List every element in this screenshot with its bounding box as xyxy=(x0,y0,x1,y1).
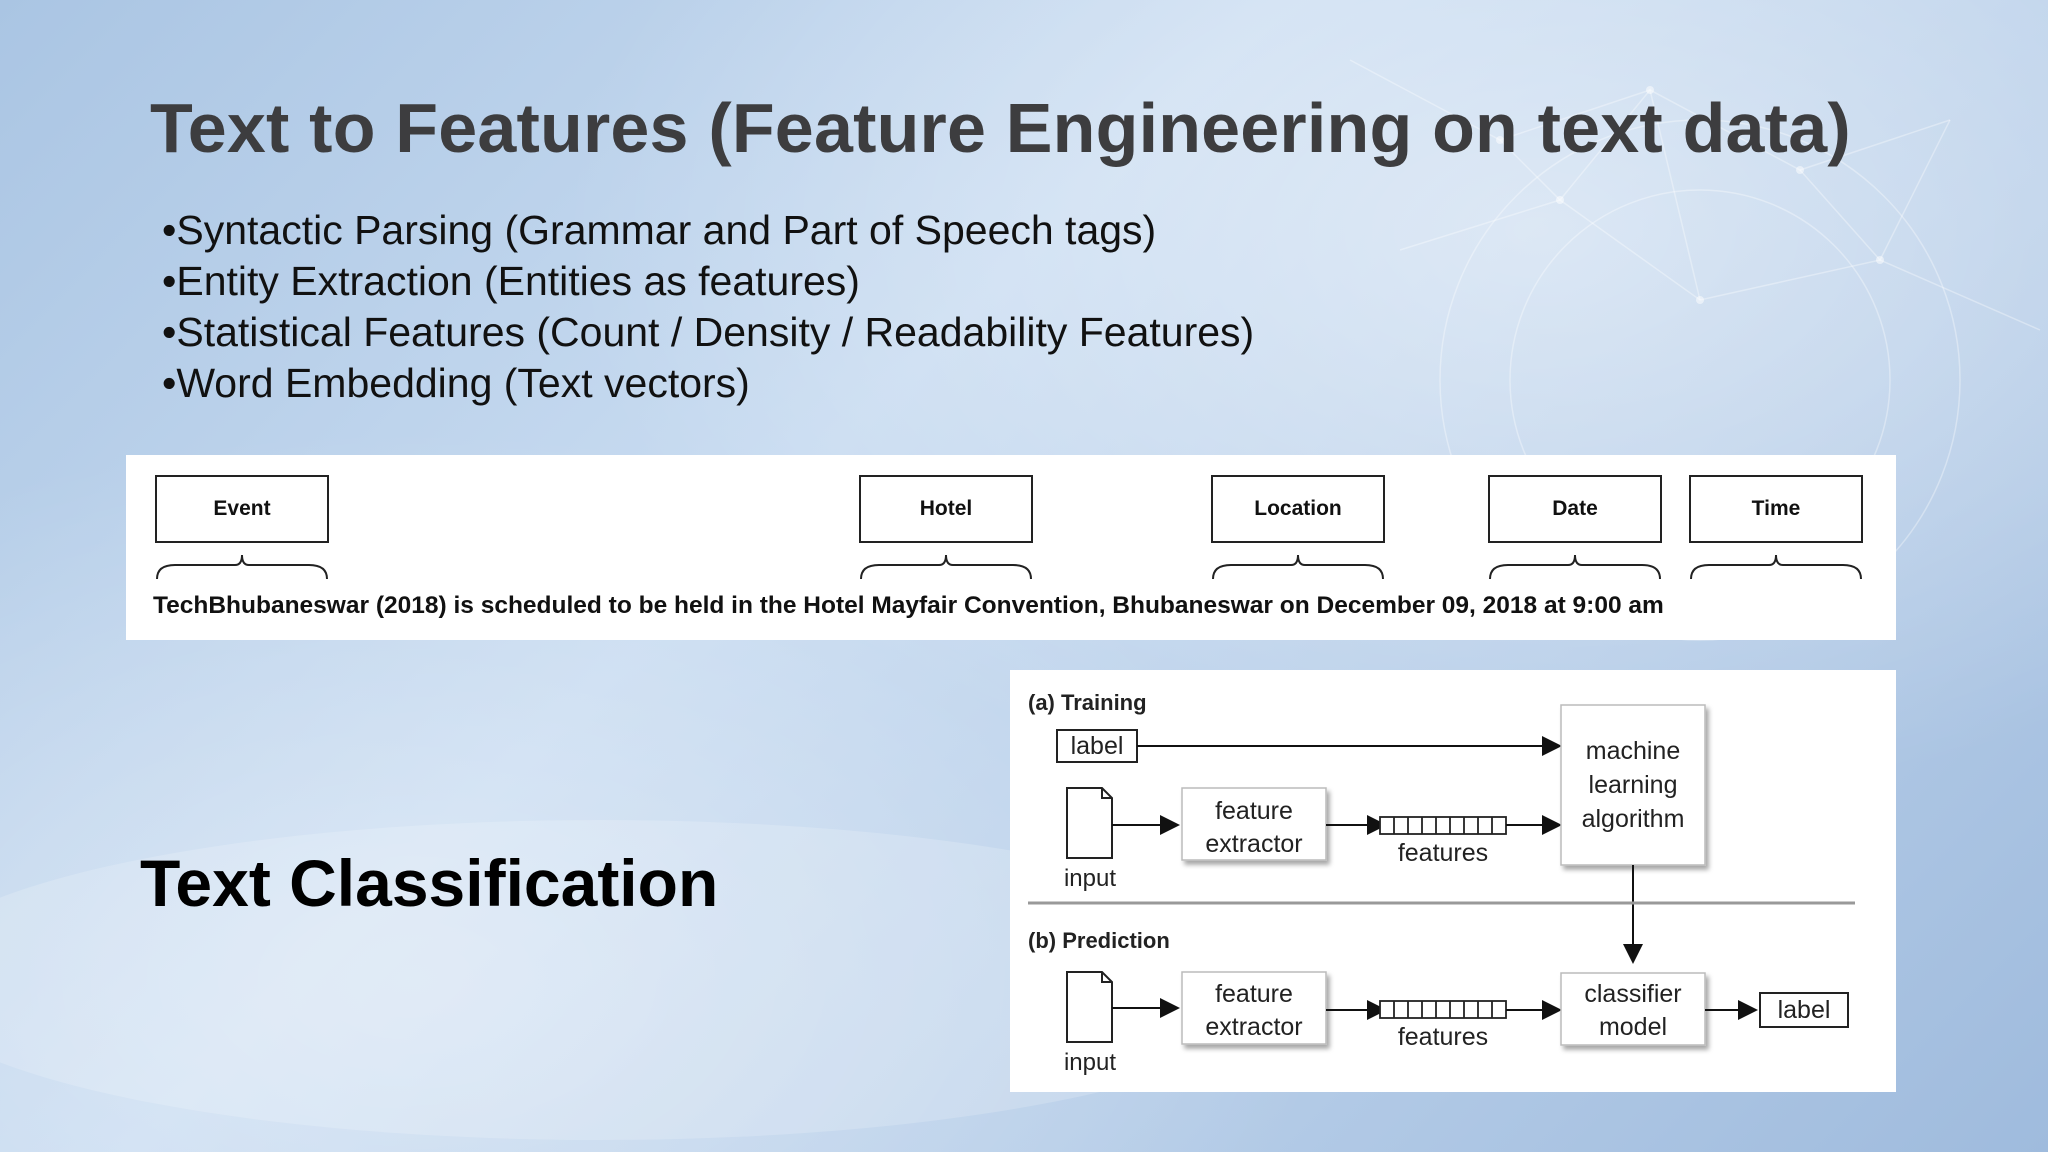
entity-box-event: Event xyxy=(155,475,329,543)
brace-date xyxy=(1489,554,1661,580)
bullet-syntactic-parsing: •Syntactic Parsing (Grammar and Part of … xyxy=(162,207,1157,253)
ml-algorithm-box xyxy=(1560,704,1706,866)
training-section-label: (a) Training xyxy=(1028,690,1147,715)
algorithm-line3: algorithm xyxy=(1582,805,1685,833)
prediction-label-box xyxy=(1759,992,1849,1028)
entity-box-date: Date xyxy=(1488,475,1662,543)
prediction-extractor-line2: extractor xyxy=(1205,1013,1302,1041)
entity-box-hotel: Hotel xyxy=(859,475,1033,543)
entity-box-time: Time xyxy=(1689,475,1863,543)
bullet-entity-extraction: •Entity Extraction (Entities as features… xyxy=(162,258,860,304)
training-features-text: features xyxy=(1398,839,1488,867)
brace-time xyxy=(1690,554,1862,580)
example-sentence: TechBhubaneswar (2018) is scheduled to b… xyxy=(153,592,1664,619)
training-extractor-line2: extractor xyxy=(1205,830,1302,858)
slide-title: Text to Features (Feature Engineering on… xyxy=(150,89,1851,167)
prediction-document-icon xyxy=(1066,971,1113,1043)
prediction-label-text: label xyxy=(1778,996,1831,1024)
training-label-text: label xyxy=(1071,732,1124,760)
model-line2: model xyxy=(1599,1013,1667,1041)
prediction-feature-extractor-box xyxy=(1181,971,1327,1045)
entity-extraction-figure: Event Hotel Location Date Time TechBhuba… xyxy=(126,455,1896,640)
prediction-input-text: input xyxy=(1064,1049,1116,1076)
brace-hotel xyxy=(860,554,1032,580)
model-line1: classifier xyxy=(1584,980,1681,1008)
brace-location xyxy=(1212,554,1384,580)
prediction-extractor-line1: feature xyxy=(1215,980,1293,1008)
training-feature-vector xyxy=(1379,816,1507,835)
prediction-feature-vector xyxy=(1379,1000,1507,1019)
classifier-model-box xyxy=(1560,972,1706,1046)
training-input-text: input xyxy=(1064,865,1116,892)
prediction-section-label: (b) Prediction xyxy=(1028,928,1170,953)
training-feature-extractor-box xyxy=(1181,787,1327,861)
algorithm-line1: machine xyxy=(1586,737,1681,765)
classification-diagram: (a) Training label input feature extract… xyxy=(1010,670,1896,1092)
training-extractor-line1: feature xyxy=(1215,797,1293,825)
text-classification-heading: Text Classification xyxy=(140,846,719,920)
entity-box-location: Location xyxy=(1211,475,1385,543)
prediction-features-text: features xyxy=(1398,1023,1488,1051)
bullet-word-embedding: •Word Embedding (Text vectors) xyxy=(162,360,750,406)
algorithm-line2: learning xyxy=(1589,771,1678,799)
training-document-icon xyxy=(1066,787,1113,859)
bullet-list: •Syntactic Parsing (Grammar and Part of … xyxy=(162,205,1254,409)
bullet-statistical-features: •Statistical Features (Count / Density /… xyxy=(162,309,1255,355)
brace-event xyxy=(156,554,328,580)
